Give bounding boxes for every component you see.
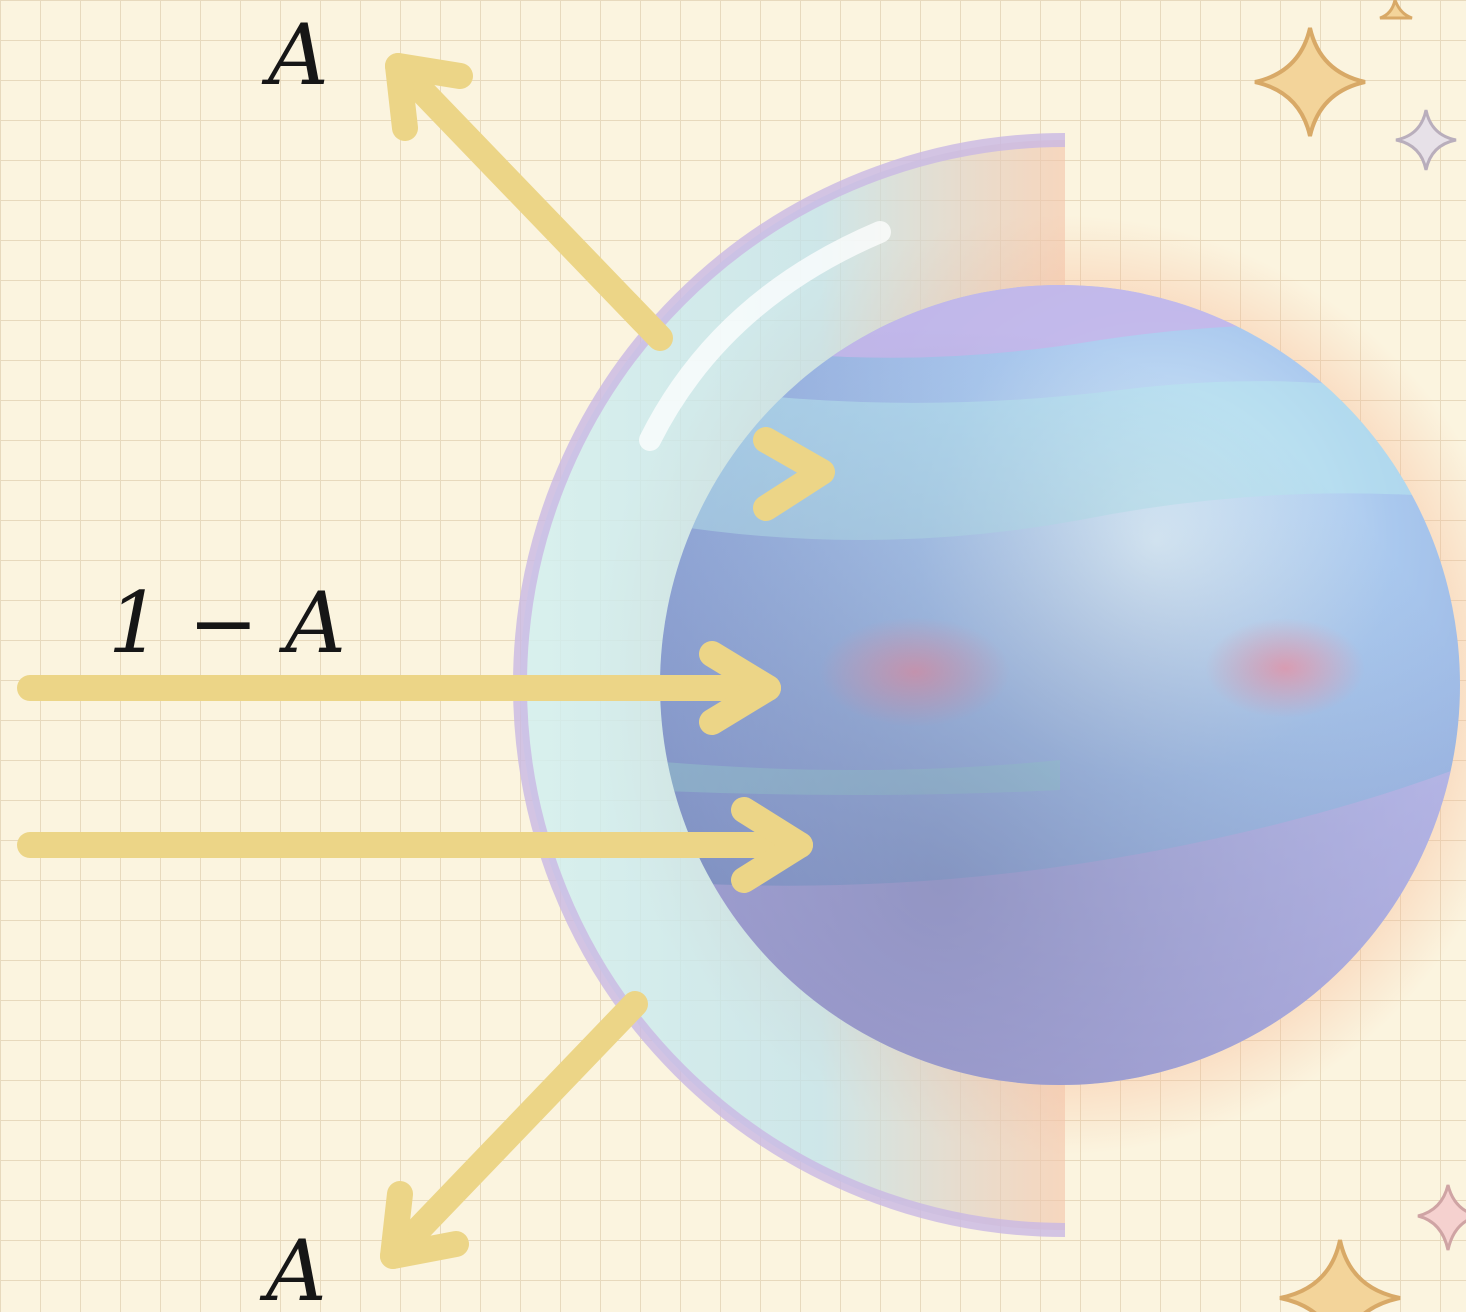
beam-reflected-top — [17, 53, 673, 356]
sparkle-gold-top — [1254, 27, 1366, 137]
label-reflected-top: A — [261, 6, 329, 104]
label-reflected-bottom: A — [259, 1222, 327, 1312]
absorbed-beams — [17, 427, 835, 893]
beam-reflected-bottom — [17, 987, 648, 1269]
sparkle-corner — [1379, 0, 1413, 20]
sparkle-grey — [1395, 109, 1457, 171]
beam-absorbed-1 — [17, 427, 835, 521]
sparkle-gold-bottom — [1279, 1239, 1401, 1312]
atmosphere-highlight — [639, 221, 891, 451]
beam-absorbed-2 — [17, 641, 781, 735]
reflected-beams — [17, 53, 673, 1269]
label-absorbed: 1 − A — [108, 574, 346, 672]
beam-absorbed-3 — [17, 797, 813, 893]
sparkle-icon — [1254, 0, 1466, 1312]
